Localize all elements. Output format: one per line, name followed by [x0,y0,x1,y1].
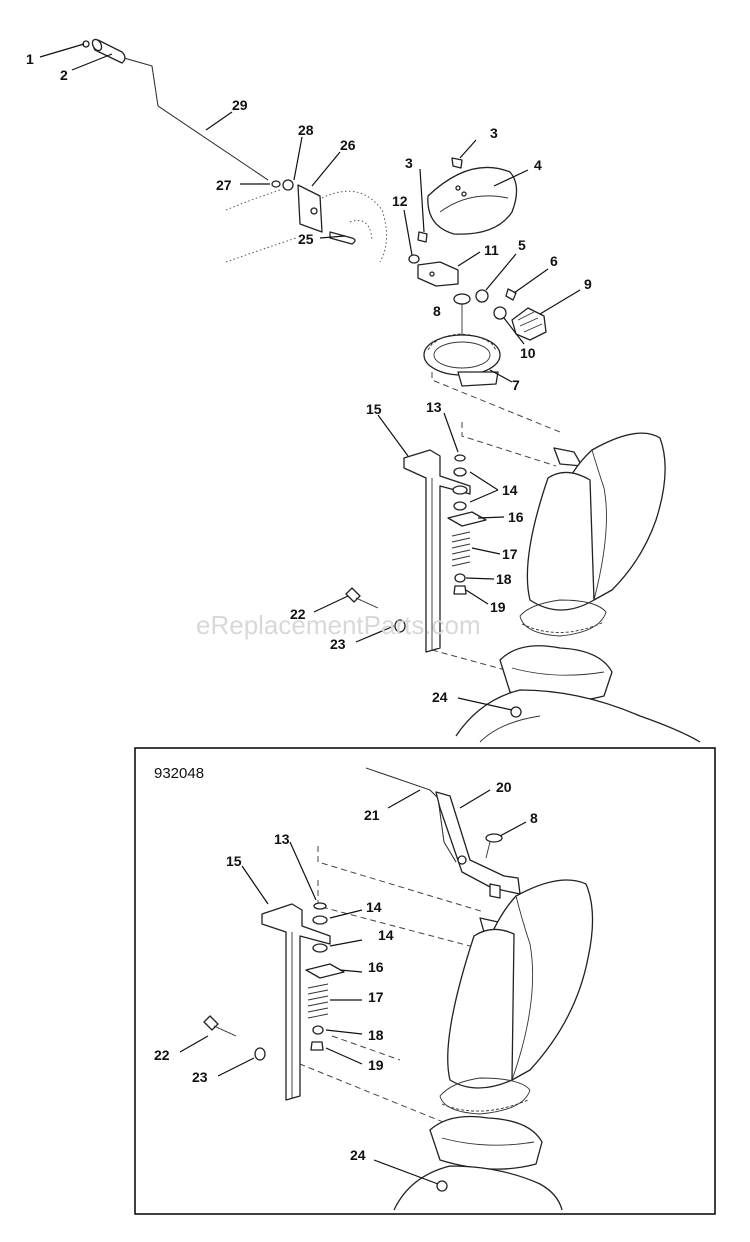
inset-part-label-19: 19 [368,1057,384,1073]
chute-body [499,432,666,702]
inset-part-labels: 20 21 8 13 15 14 14 16 17 18 22 19 23 24 [154,779,538,1163]
part-label-9: 9 [584,276,592,292]
part-label-22: 22 [290,606,306,622]
spring-stack [447,454,487,595]
part-label-6: 6 [550,253,558,269]
bracket-11 [417,261,459,287]
part-label-3-left: 3 [405,155,413,171]
inset-part-label-17: 17 [368,989,384,1005]
upper-leader-lines [39,43,581,711]
inset-part-label-14a: 14 [366,899,382,915]
inset-part-label-16: 16 [368,959,384,975]
discharge-housing [455,689,701,743]
part-label-11: 11 [484,242,499,258]
chute-cap [427,157,518,235]
crank-grip [82,38,126,64]
inset-part-label-15: 15 [226,853,242,869]
part-label-24: 24 [432,689,448,705]
part-label-4: 4 [534,157,542,173]
part-label-16: 16 [508,509,524,525]
inset-panel: 932048 [134,747,716,1215]
inset-part-label-23: 23 [192,1069,208,1085]
screw-12 [408,231,428,264]
inset-adjust-post-15 [261,903,331,1101]
part-label-15: 15 [366,401,382,417]
rod-bracket [271,179,356,245]
part-label-26: 26 [340,137,356,153]
inset-part-label-8: 8 [530,810,538,826]
part-label-13: 13 [426,399,442,415]
inset-chute-body [393,879,594,1211]
part-label-3-top: 3 [490,125,498,141]
part-label-19: 19 [490,599,506,615]
part-label-28: 28 [298,122,314,138]
gear-assembly [475,288,547,341]
inset-leader-lines [179,789,527,1185]
part-label-2: 2 [60,67,68,83]
part-label-17: 17 [502,546,518,562]
inset-border [134,747,716,1215]
part-label-23: 23 [330,636,346,652]
upper-assembly: 1 2 29 28 26 27 25 3 3 4 12 11 5 6 9 8 1… [26,38,701,743]
inset-part-label-24: 24 [350,1147,366,1163]
alignment-lines [431,372,561,675]
inset-spring-stack [305,902,345,1051]
watermark: eReplacementParts.com [196,610,481,640]
crank-rod [123,57,269,181]
ring-gear-7 [423,333,501,387]
part-label-18: 18 [496,571,512,587]
part-label-8: 8 [433,303,441,319]
inset-handle-rod [365,767,521,899]
part-label-27: 27 [216,177,232,193]
part-label-12: 12 [392,193,408,209]
part-label-1: 1 [26,51,34,67]
inset-part-label-20: 20 [496,779,512,795]
inset-part-label-14b: 14 [378,927,394,943]
part-label-25: 25 [298,231,314,247]
inset-part-label-22: 22 [154,1047,170,1063]
diagram-id: 932048 [154,765,204,782]
part-label-29: 29 [232,97,248,113]
inset-bolt-22 [203,1015,448,1192]
chute-tab [553,447,583,467]
part-label-14: 14 [502,482,518,498]
inset-part-label-18: 18 [368,1027,384,1043]
bolt-22 [345,587,522,718]
upper-part-labels: 1 2 29 28 26 27 25 3 3 4 12 11 5 6 9 8 1… [26,51,592,705]
part-label-5: 5 [518,237,526,253]
inset-bolt-8 [485,833,503,859]
part-label-7: 7 [512,377,520,393]
housing-outline [225,189,387,263]
part-label-10: 10 [520,345,536,361]
bolt-8 [453,293,471,350]
inset-part-label-13: 13 [274,831,290,847]
inset-part-label-21: 21 [364,807,380,823]
